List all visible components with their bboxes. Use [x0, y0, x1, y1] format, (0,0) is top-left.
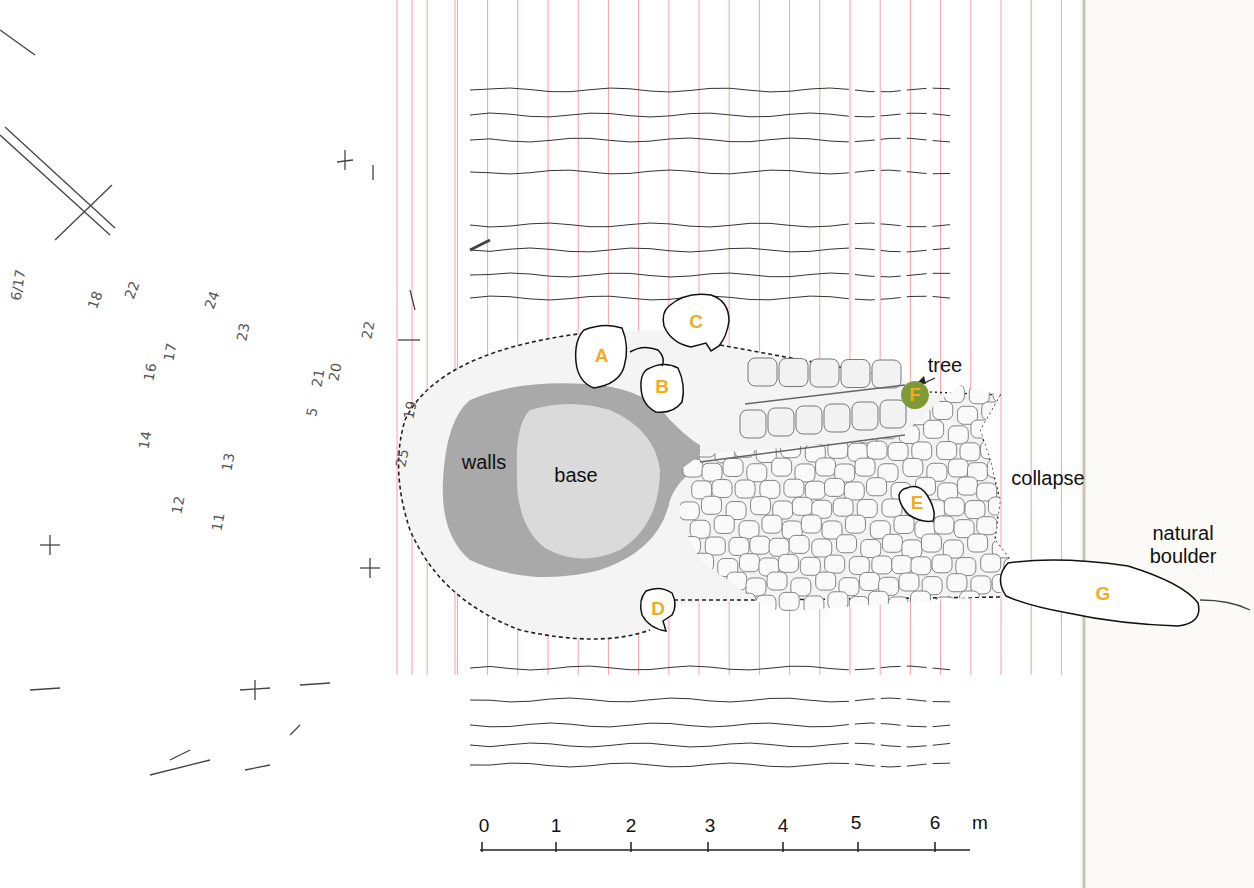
stone-outline: G — [998, 558, 1208, 630]
node-shape — [641, 588, 675, 631]
scale-unit: m — [972, 812, 988, 834]
node-shape — [899, 487, 934, 522]
stone-letter: E — [897, 483, 937, 523]
stone-outline: C — [661, 291, 731, 353]
stone-letter: C — [661, 291, 731, 353]
pencil-number: 6/17 — [7, 268, 28, 302]
collapse-stones — [679, 382, 1024, 615]
stone-letter: D — [638, 585, 678, 633]
stone-outline: B — [638, 360, 686, 414]
stone-letter: A — [574, 322, 629, 390]
stone-letter: B — [638, 360, 686, 414]
wall-stones — [740, 358, 906, 438]
pencil-marks — [0, 30, 1250, 775]
pencil-number: 11 — [209, 512, 228, 532]
pencil-number: 18 — [84, 289, 105, 311]
paper-fold — [1083, 0, 1086, 888]
stone-outline: D — [638, 585, 678, 633]
scale-number: 0 — [479, 815, 490, 837]
scale-number: 4 — [778, 815, 789, 837]
node-shape — [901, 381, 929, 409]
scale-number: 2 — [626, 815, 637, 837]
pencil-number: 17 — [161, 342, 180, 362]
paper-edge — [1080, 0, 1254, 888]
scale-number: 1 — [551, 815, 562, 837]
scale-number: 6 — [930, 812, 941, 834]
pencil-number: 24 — [201, 289, 222, 311]
feature-label: base — [554, 464, 597, 487]
base-shape — [517, 404, 660, 559]
feature-label: walls — [462, 451, 506, 474]
node-shape — [641, 364, 683, 412]
pencil-number: 22 — [121, 279, 142, 301]
pencil-number: 22 — [359, 320, 378, 340]
node-shape — [663, 294, 729, 351]
scale-number: 5 — [851, 812, 862, 834]
pencil-number: 16 — [141, 362, 160, 382]
scale-bar — [480, 842, 970, 852]
scale-number: 3 — [705, 815, 716, 837]
pencil-number: 21 — [309, 368, 328, 388]
survey-grid — [397, 0, 1061, 675]
pencil-number: 19 — [401, 400, 420, 420]
node-shape — [576, 325, 627, 388]
node-shape — [1000, 560, 1198, 626]
stone-letter: G — [998, 558, 1208, 630]
feature-label: collapse — [1011, 467, 1084, 490]
pencil-number: 5 — [303, 406, 320, 418]
pencil-number: 13 — [219, 452, 238, 472]
pencil-number: 25 — [393, 448, 412, 468]
feature-label: tree — [928, 354, 962, 377]
feature-label: natural boulder — [1128, 522, 1238, 568]
pencil-number: 23 — [234, 322, 253, 342]
pencil-number: 12 — [169, 495, 188, 515]
pencil-number: 14 — [136, 430, 155, 450]
stone-outline: A — [574, 322, 629, 390]
stone-outline: E — [897, 483, 937, 523]
pencil-number: 20 — [326, 362, 345, 382]
stone-letter: F — [901, 381, 929, 409]
tree-marker: F — [901, 381, 929, 409]
